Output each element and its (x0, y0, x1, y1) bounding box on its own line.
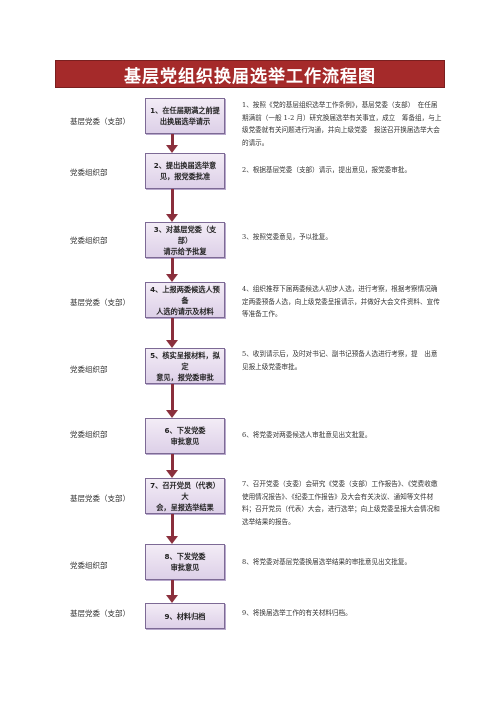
flow-arrow-line (171, 189, 174, 214)
arrow-down-icon (166, 340, 178, 348)
step-6-description: 6、将党委对两委候选人审批意见出文批复。 (242, 431, 372, 439)
step-1-department: 基层党委（支部） (70, 117, 130, 126)
flow-arrow-line (171, 134, 174, 145)
step-4-box: 4、上报两委候选人预备 人选的请示及材料 (145, 282, 225, 318)
step-3-description: 3、按照党委意见，予以批复。 (242, 233, 332, 241)
step-7-box: 7、召开党员（代表）大 会，呈报选举结果 (145, 478, 225, 514)
arrow-down-icon (166, 536, 178, 544)
arrow-down-icon (166, 595, 178, 603)
arrow-down-icon (166, 470, 178, 478)
step-9-department: 基层党委（支部） (70, 609, 130, 618)
arrow-down-icon (166, 410, 178, 418)
step-4-description: 4、组织推荐下届两委候选人初步人选，进行考察，根据考察情况确定两委预备人选，向上… (242, 285, 440, 318)
page-title: 基层党组织换届选举工作流程图 (124, 66, 376, 87)
step-8-department: 党委组织部 (70, 561, 108, 570)
step-1-description: 1、按照《党的基层组织选举工作条例》，基层党委（支部） 在任届期满前（一般 1-… (242, 101, 442, 147)
flow-arrow-line (171, 454, 174, 470)
flow-arrow-line (171, 258, 174, 274)
step-2-department: 党委组织部 (70, 168, 108, 177)
step-5-box: 5、核实呈报材料，拟定 意见，报党委审批 (145, 348, 225, 384)
step-2-description: 2、根据基层党委（支部）请示，提出意见，报党委审批。 (242, 166, 412, 174)
step-3-department: 党委组织部 (70, 236, 108, 245)
step-7-description: 7、召开党委（支委）会研究《党委（支部）工作报告》、《党费收缴使用情况报告》、《… (242, 480, 440, 526)
step-7-department: 基层党委（支部） (70, 494, 130, 503)
flow-arrow-line (171, 514, 174, 536)
flow-arrow-line (171, 318, 174, 340)
step-8-description: 8、将党委对基层党委换届选举结果的审批意见出文批复。 (242, 558, 412, 566)
step-6-department: 党委组织部 (70, 430, 108, 439)
step-9-box: 9、材料归档 (145, 603, 225, 629)
step-6-box: 6、下发党委 审批意见 (145, 418, 225, 454)
arrow-down-icon (166, 214, 178, 222)
arrow-down-icon (166, 145, 178, 153)
step-5-department: 党委组织部 (70, 365, 108, 374)
step-9-description: 9、将换届选举工作的有关材料归档。 (242, 609, 352, 617)
arrow-down-icon (166, 274, 178, 282)
flow-arrow-line (171, 384, 174, 410)
flow-arrow-line (171, 580, 174, 595)
step-2-box: 2、提出换届选举意 见，报党委批准 (145, 153, 225, 189)
page-title-bar: 基层党组织换届选举工作流程图 (55, 60, 445, 88)
step-1-box: 1、在任届期满之前提 出换届选举请示 (145, 98, 225, 134)
step-4-department: 基层党委（支部） (70, 298, 130, 307)
step-8-box: 8、下发党委 审批意见 (145, 544, 225, 580)
step-3-box: 3、对基层党委（支部） 请示给予批复 (145, 222, 225, 258)
step-5-description: 5、收到请示后，及时对书记、副书记预备人选进行考察，提 出意见报上级党委审批。 (242, 350, 438, 371)
